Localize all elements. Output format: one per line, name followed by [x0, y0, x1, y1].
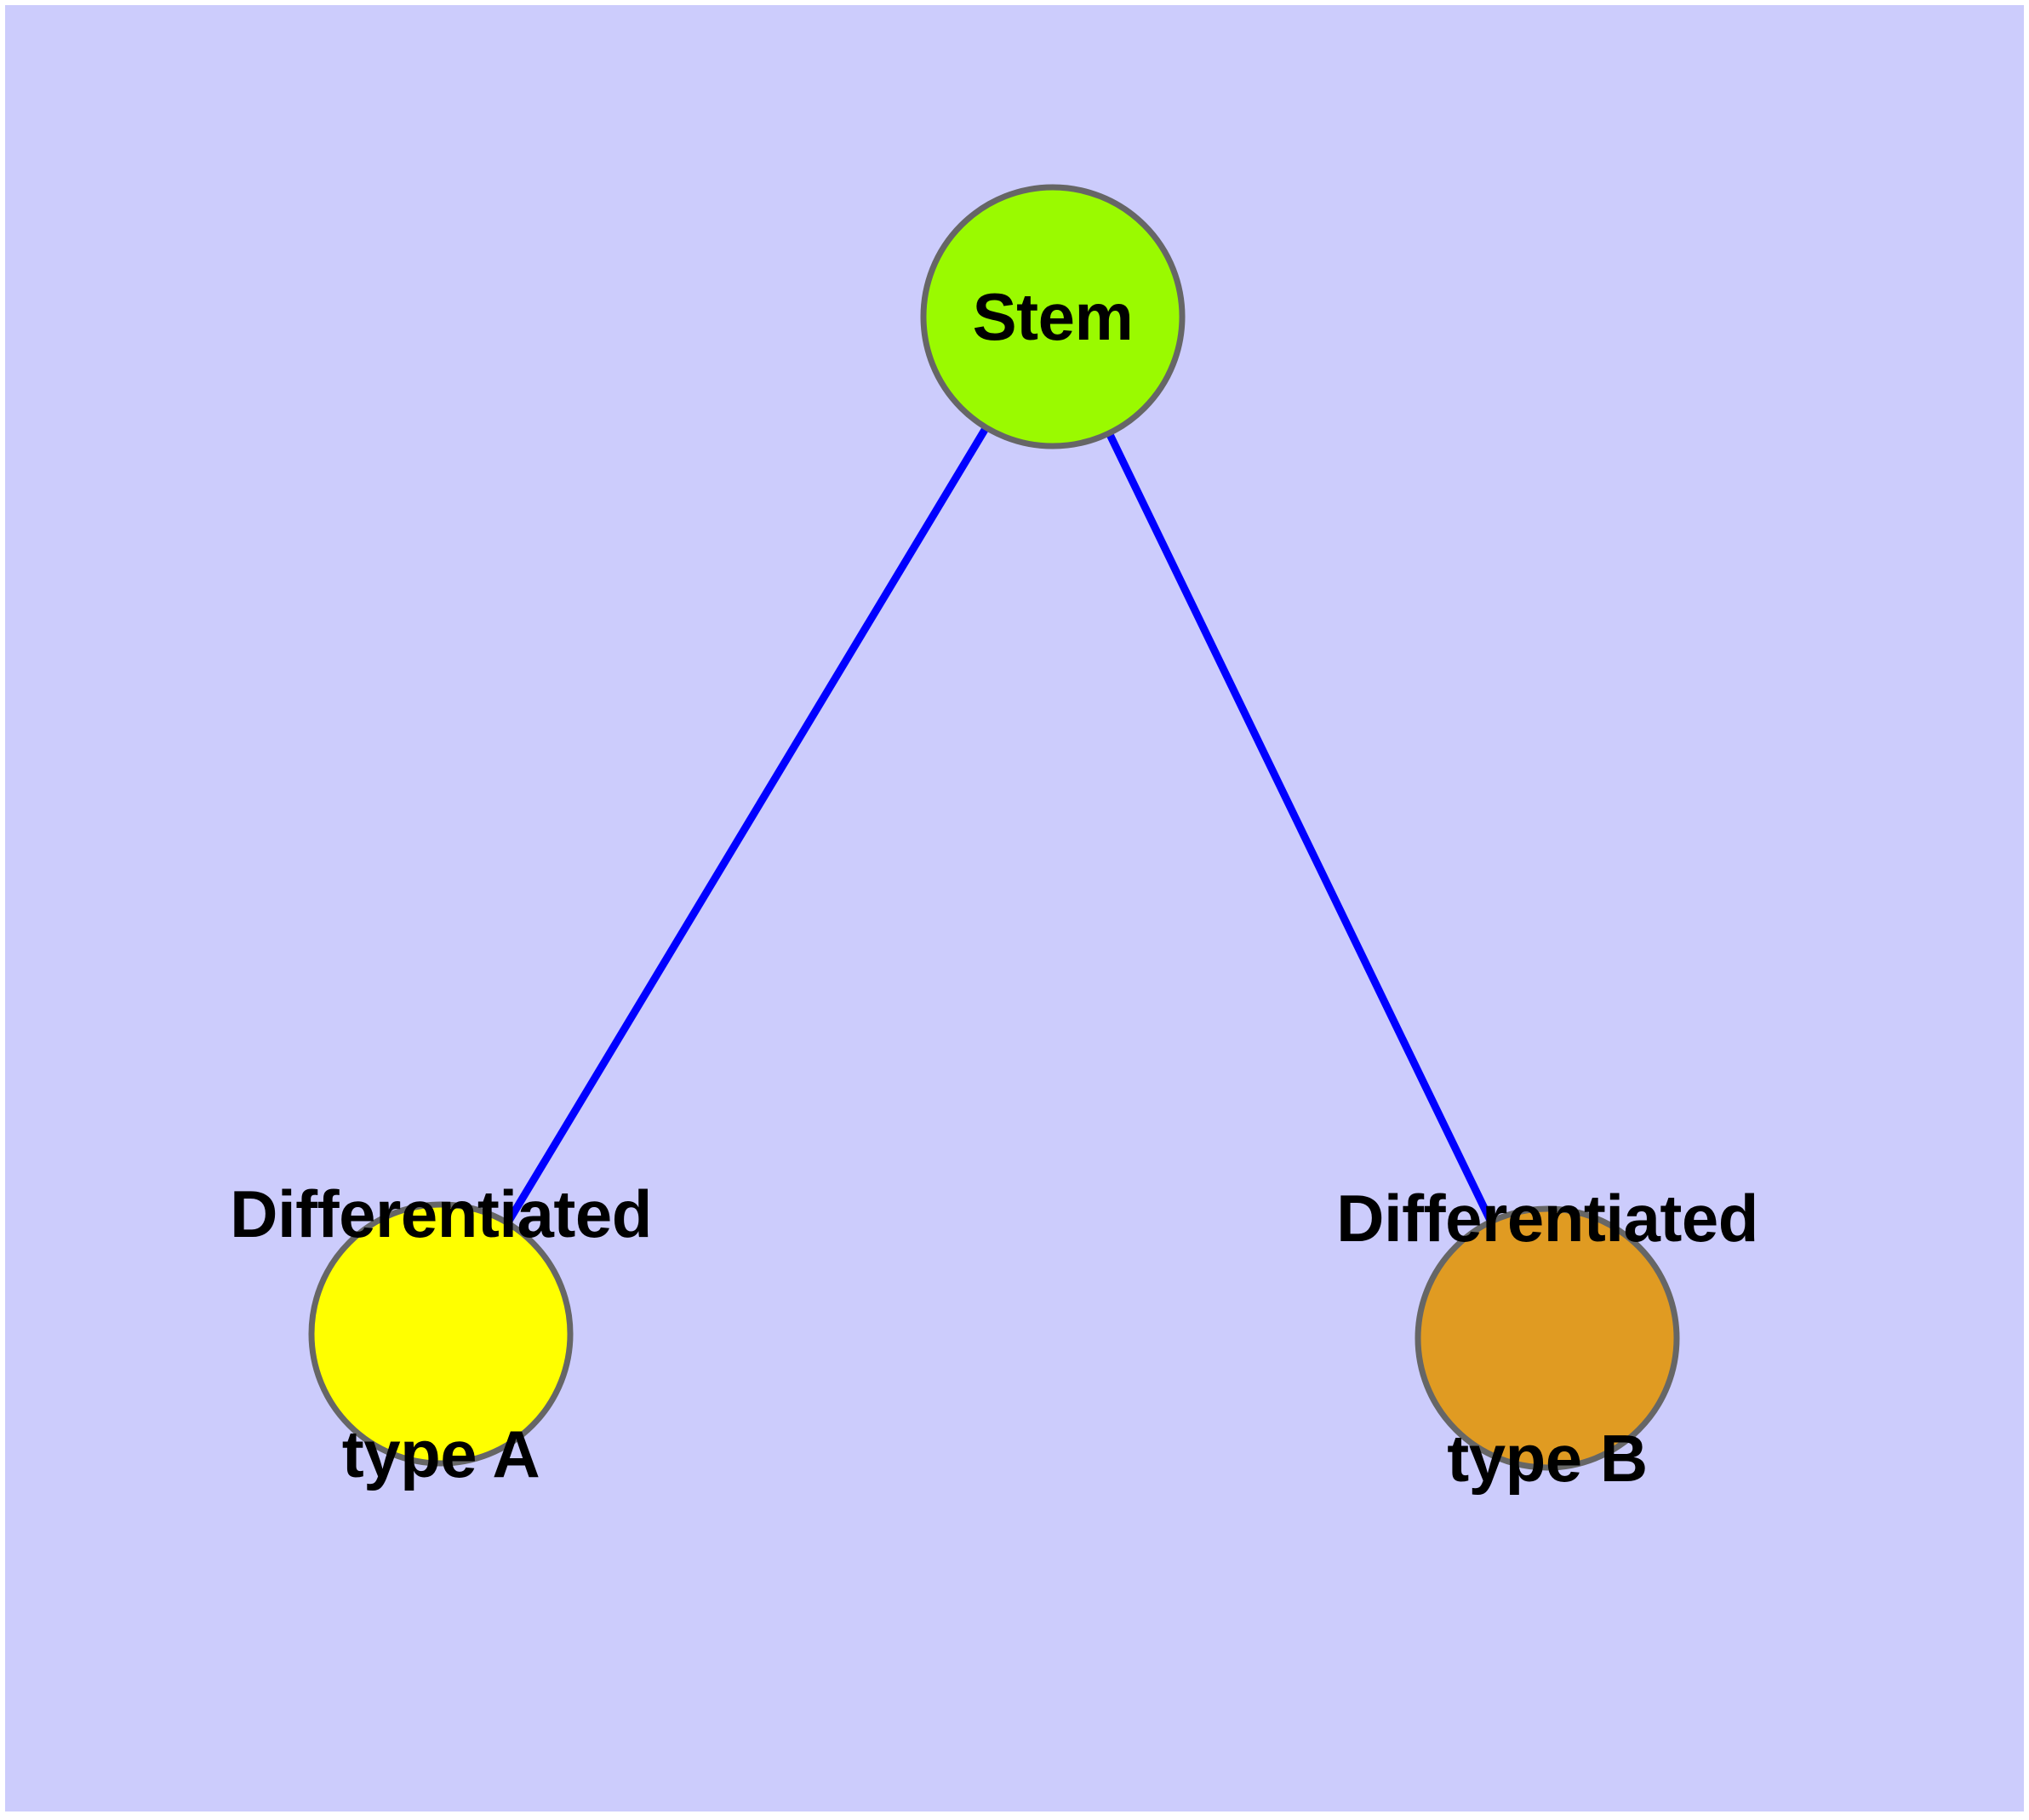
edge-stem-to-differentiated-type-b[interactable]	[1049, 315, 1552, 1340]
node-stem[interactable]	[920, 184, 1186, 449]
node-layer	[308, 184, 1680, 1471]
edge-stem-to-differentiated-type-a[interactable]	[437, 314, 1056, 1336]
edge-layer	[437, 314, 1552, 1340]
node-differentiated-type-a[interactable]	[308, 1201, 574, 1467]
node-differentiated-type-b[interactable]	[1415, 1205, 1680, 1471]
